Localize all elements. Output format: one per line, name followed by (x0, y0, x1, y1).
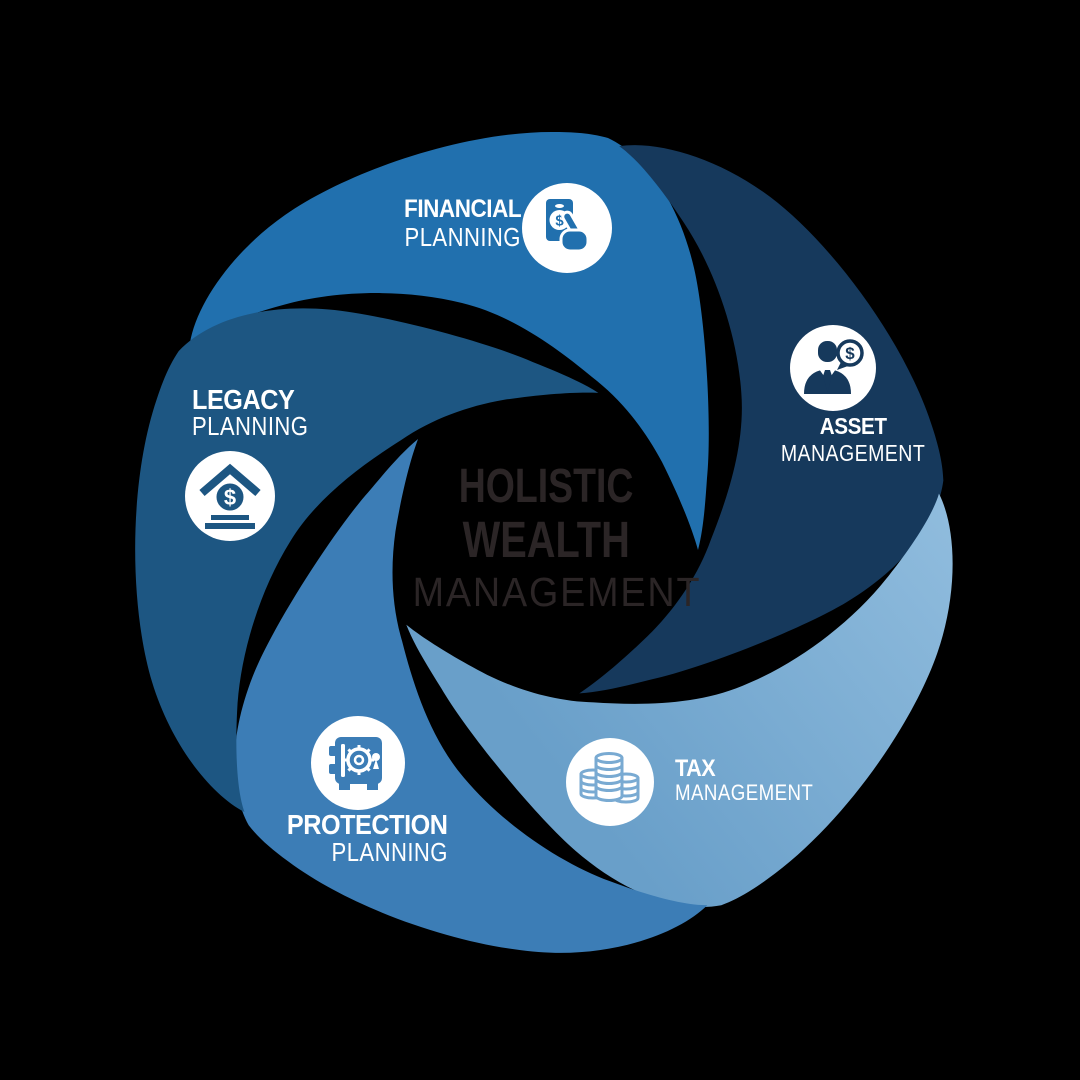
center-title: HOLISTIC WEALTH MANAGEMENT (389, 461, 703, 617)
label-asset-management: ASSET MANAGEMENT (768, 413, 938, 467)
label-protection-bold: PROTECTION (287, 809, 448, 840)
advisor-dollar-icon: $ (790, 325, 876, 411)
safe-icon (311, 716, 405, 810)
label-tax-bold: TAX (675, 755, 716, 782)
title-line-management: MANAGEMENT (412, 569, 702, 615)
label-financial-planning: FINANCIAL PLANNING (384, 195, 522, 252)
icon-badge-circle (790, 325, 876, 411)
dollar-glyph: $ (555, 213, 564, 230)
label-tax-light: MANAGEMENT (675, 780, 814, 805)
label-protection-light: PLANNING (331, 837, 448, 867)
label-legacy-planning: LEGACY PLANNING (192, 384, 329, 441)
bank-icon: $ (185, 451, 275, 541)
title-line-holistic: HOLISTIC (458, 460, 634, 513)
label-tax-management: TAX MANAGEMENT (675, 755, 838, 805)
label-legacy-bold: LEGACY (192, 384, 295, 415)
label-asset-light: MANAGEMENT (780, 440, 926, 466)
money-in-hand-icon: $ (522, 183, 612, 273)
dollar-glyph: $ (224, 485, 236, 510)
label-asset-bold: ASSET (819, 413, 887, 439)
title-line-wealth: WEALTH (462, 511, 630, 568)
label-protection-planning: PROTECTION PLANNING (269, 811, 448, 866)
label-legacy-light: PLANNING (192, 411, 309, 441)
label-financial-light: PLANNING (404, 222, 521, 252)
dollar-glyph: $ (845, 344, 855, 363)
label-financial-bold: FINANCIAL (403, 195, 522, 223)
coin-stacks-icon (566, 738, 654, 826)
